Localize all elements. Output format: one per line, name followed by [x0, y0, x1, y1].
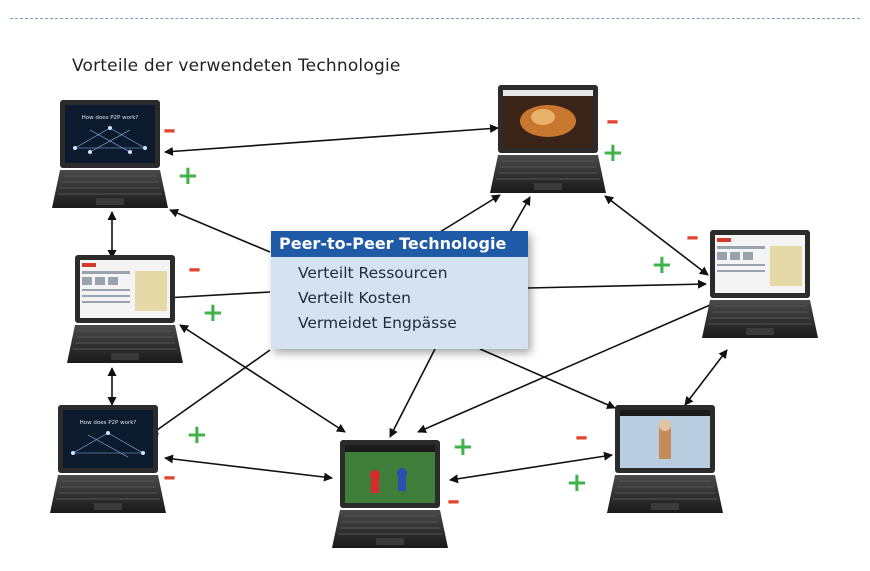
plus-sign: +	[566, 468, 588, 498]
top-divider	[10, 18, 860, 19]
minus-sign: –	[163, 462, 176, 492]
laptop-top-left: How does P2P work?	[51, 100, 169, 209]
link-br-r	[684, 349, 728, 406]
list-item: Vermeidet Engpässe	[298, 314, 457, 332]
link-c-t1b	[509, 196, 531, 233]
link-c-b	[389, 348, 436, 438]
list-item: Verteilt Ressourcen	[298, 264, 448, 282]
link-c-t1a	[439, 194, 501, 233]
center-box-list: Verteilt Ressourcen Verteilt Kosten Verm…	[271, 257, 528, 336]
plus-sign: +	[202, 298, 224, 328]
minus-sign: –	[686, 222, 699, 252]
link-c-br	[479, 348, 616, 409]
plus-sign: +	[602, 138, 624, 168]
plus-sign: +	[186, 420, 208, 450]
list-item: Verteilt Kosten	[298, 289, 411, 307]
plus-sign: +	[177, 161, 199, 191]
link-l3-b	[164, 454, 333, 482]
minus-sign: –	[188, 254, 201, 284]
minus-sign: –	[606, 106, 619, 136]
link-l2-b	[179, 324, 346, 433]
center-box: Peer-to-Peer Technologie Verteilt Ressou…	[271, 231, 528, 349]
center-box-heading: Peer-to-Peer Technologie	[271, 231, 528, 257]
laptop-bottom-center	[331, 440, 449, 549]
laptop-right	[701, 230, 819, 339]
link-b-br	[449, 451, 613, 484]
minus-sign: –	[163, 115, 176, 145]
laptop-bottom-right	[606, 405, 724, 514]
minus-sign: –	[575, 422, 588, 452]
link-t1-r	[604, 195, 709, 276]
page-title: Vorteile der verwendeten Technologie	[72, 56, 401, 76]
link-l1-t1	[164, 124, 499, 156]
laptop-top-center	[489, 85, 607, 194]
laptop-left-middle	[66, 255, 184, 364]
screen-caption: How does P2P work?	[82, 115, 139, 121]
link-c-l2	[164, 291, 271, 303]
screen-caption: How does P2P work?	[80, 420, 137, 426]
plus-sign: +	[651, 250, 673, 280]
minus-sign: –	[447, 486, 460, 516]
link-r-b	[417, 304, 711, 433]
link-c-r	[527, 279, 707, 289]
laptop-bottom-left: How does P2P work?	[49, 405, 167, 514]
link-c-l1	[169, 208, 271, 253]
plus-sign: +	[452, 432, 474, 462]
link-c-l3	[149, 349, 271, 436]
